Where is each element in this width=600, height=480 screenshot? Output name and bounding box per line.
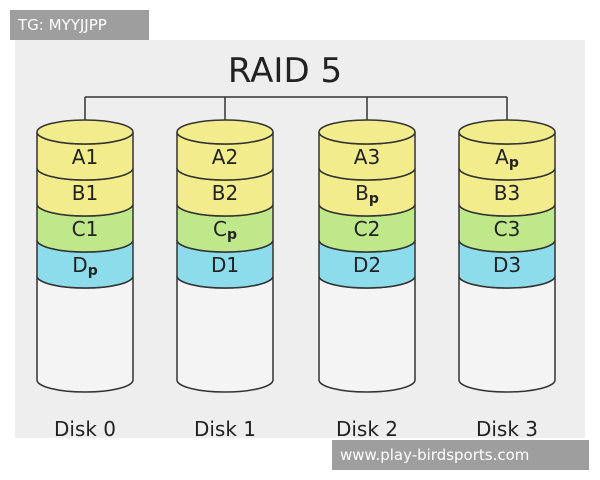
block-label: C3 <box>494 217 521 241</box>
disk-top <box>458 119 556 145</box>
block-label: B1 <box>72 181 98 205</box>
block-label: B2 <box>212 181 238 205</box>
disk-top <box>318 119 416 145</box>
connector-lines <box>84 96 508 132</box>
diagram-title: RAID 5 <box>228 51 342 91</box>
block-label: D1 <box>211 253 239 277</box>
disk-body <box>36 275 134 393</box>
block-label: C2 <box>354 217 381 241</box>
block-label: B3 <box>494 181 520 205</box>
block-label: D2 <box>353 253 381 277</box>
block-label: Ap <box>495 145 519 171</box>
block-label: C1 <box>72 217 99 241</box>
disk-top <box>36 119 134 145</box>
block-label: A2 <box>212 145 238 169</box>
disk-body <box>458 275 556 393</box>
disk-label: Disk 2 <box>336 417 398 438</box>
block-label: A1 <box>72 145 98 169</box>
watermark-top: TG: MYYJJPP <box>10 10 149 40</box>
disk-label: Disk 1 <box>194 417 256 438</box>
disk-body <box>318 275 416 393</box>
disk-label: Disk 3 <box>476 417 538 438</box>
block-label: A3 <box>354 145 380 169</box>
watermark-bottom: www.play-birdsports.com <box>332 440 589 470</box>
block-label: D3 <box>493 253 521 277</box>
disk-top <box>176 119 274 145</box>
block-label: Bp <box>355 181 379 207</box>
disk-body <box>176 275 274 393</box>
block-label: Dp <box>72 253 97 279</box>
block-label: Cp <box>213 217 237 243</box>
disk-label: Disk 0 <box>54 417 116 438</box>
